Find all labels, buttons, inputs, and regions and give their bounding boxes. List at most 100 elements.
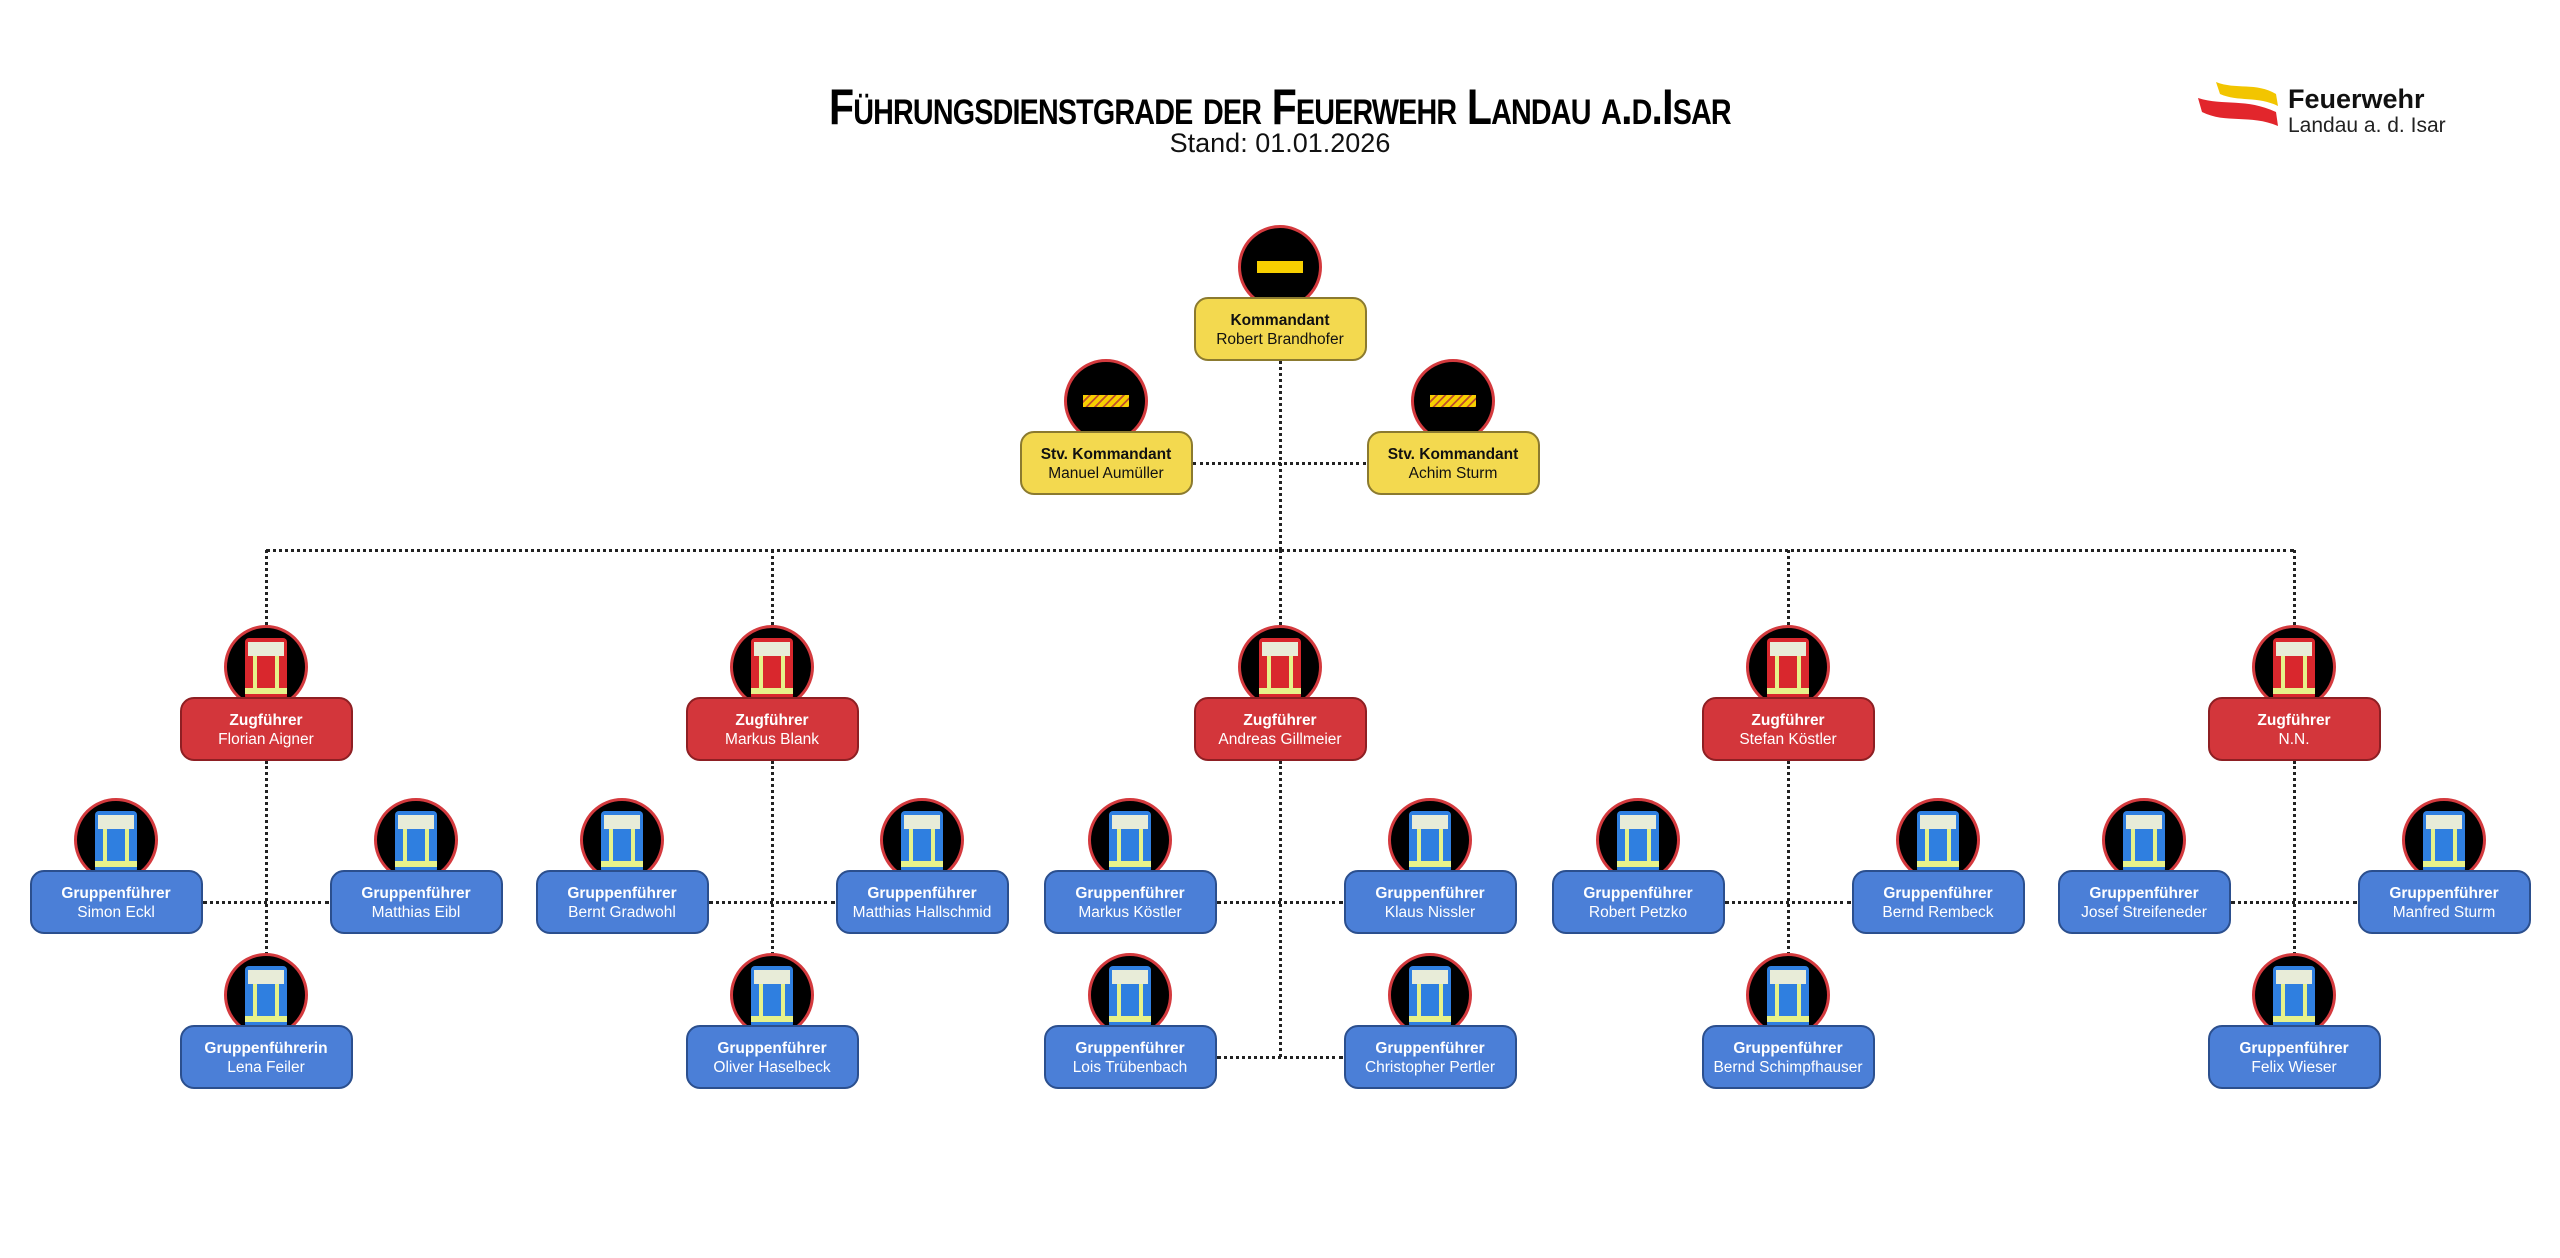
rank-label: Gruppenführer [1075,1040,1185,1057]
node-gruppenfuehrer-badge [1388,798,1472,882]
gruppen-row-line [1217,1056,1343,1059]
rank-bar-icon [1430,395,1476,407]
person-name: Bernd Schimpfhauser [1713,1059,1863,1076]
zug-vertical-line [1279,761,1282,1057]
logo-line2: Landau a. d. Isar [2288,114,2446,137]
gruppen-row-line [2231,901,2357,904]
node-stv-kommandant-badge [1411,359,1495,443]
blue-vest-icon [1409,811,1451,871]
person-name: Lena Feiler [227,1059,305,1076]
person-name: Robert Petzko [1588,904,1688,921]
title-text: Führungsdienstgrade der Feuerwehr Landau… [829,79,1732,135]
page-title: Führungsdienstgrade der Feuerwehr Landau… [0,78,2560,136]
zug-vertical-line [2293,761,2296,955]
node-gruppenfuehrer-badge [1088,798,1172,882]
person-name: Stefan Köstler [1739,731,1837,748]
person-name: Matthias Hallschmid [852,904,992,921]
rank-label: Stv. Kommandant [1387,446,1519,463]
blue-vest-icon [1109,966,1151,1026]
person-name: Matthias Eibl [371,904,461,921]
person-name: Markus Blank [725,731,819,748]
rank-bar-icon [1083,395,1129,407]
rank-label: Stv. Kommandant [1040,446,1172,463]
node-gruppenfuehrer-badge [1596,798,1680,882]
blue-vest-icon [2423,811,2465,871]
red-vest-icon [751,638,793,698]
person-name: Robert Brandhofer [1216,331,1344,348]
rank-label: Gruppenführer [361,885,471,902]
red-vest-icon [1767,638,1809,698]
rank-label: Gruppenführer [1883,885,1993,902]
rank-label: Gruppenführer [1583,885,1693,902]
person-name: Florian Aigner [218,731,314,748]
gruppen-row-line [1217,901,1343,904]
person-name: Bernd Rembeck [1882,904,1994,921]
rank-label: Gruppenführer [1733,1040,1843,1057]
rank-label: Gruppenführer [1375,1040,1485,1057]
blue-vest-icon [751,966,793,1026]
node-gruppenfuehrer-badge [74,798,158,882]
node-gruppenfuehrer-badge [2252,953,2336,1037]
node-gruppenfuehrer-badge [1896,798,1980,882]
gruppen-row-line [1725,901,1851,904]
node-kommandant-badge [1238,225,1322,309]
rank-label: Zugführer [229,712,303,729]
blue-vest-icon [245,966,287,1026]
rank-bar-icon [1257,261,1303,273]
zug-drop-line [1279,550,1282,625]
node-gruppenfuehrer-badge [2402,798,2486,882]
node-gruppenfuehrer-badge [374,798,458,882]
blue-vest-icon [395,811,437,871]
person-name: N.N. [2278,731,2310,748]
rank-label: Gruppenführer [2089,885,2199,902]
person-name: Christopher Pertler [1364,1059,1496,1076]
rank-label: Zugführer [735,712,809,729]
node-gruppenfuehrer-badge [1746,953,1830,1037]
zug-vertical-line [265,761,268,955]
blue-vest-icon [1109,811,1151,871]
rank-label: Kommandant [1230,312,1330,329]
rank-label: Zugführer [1243,712,1317,729]
red-vest-icon [245,638,287,698]
rank-label: Gruppenführer [1375,885,1485,902]
person-name: Klaus Nissler [1384,904,1476,921]
blue-vest-icon [1767,966,1809,1026]
node-zugfuehrer-badge [1746,625,1830,709]
feuerwehr-logo: Feuerwehr Landau a. d. Isar [2196,80,2476,140]
node-gruppenfuehrer-badge [880,798,964,882]
node-zugfuehrer-badge [224,625,308,709]
person-name: Simon Eckl [77,904,155,921]
rank-label: Gruppenführer [2239,1040,2349,1057]
rank-label: Gruppenführer [2389,885,2499,902]
blue-vest-icon [901,811,943,871]
blue-vest-icon [2123,811,2165,871]
flame-wave-icon [2198,82,2278,126]
zug-drop-line [265,550,268,625]
zug-drop-line [1787,550,1790,625]
node-gruppenfuehrer-badge [580,798,664,882]
stv-connector [1193,462,1366,465]
person-name: Manfred Sturm [2392,904,2496,921]
